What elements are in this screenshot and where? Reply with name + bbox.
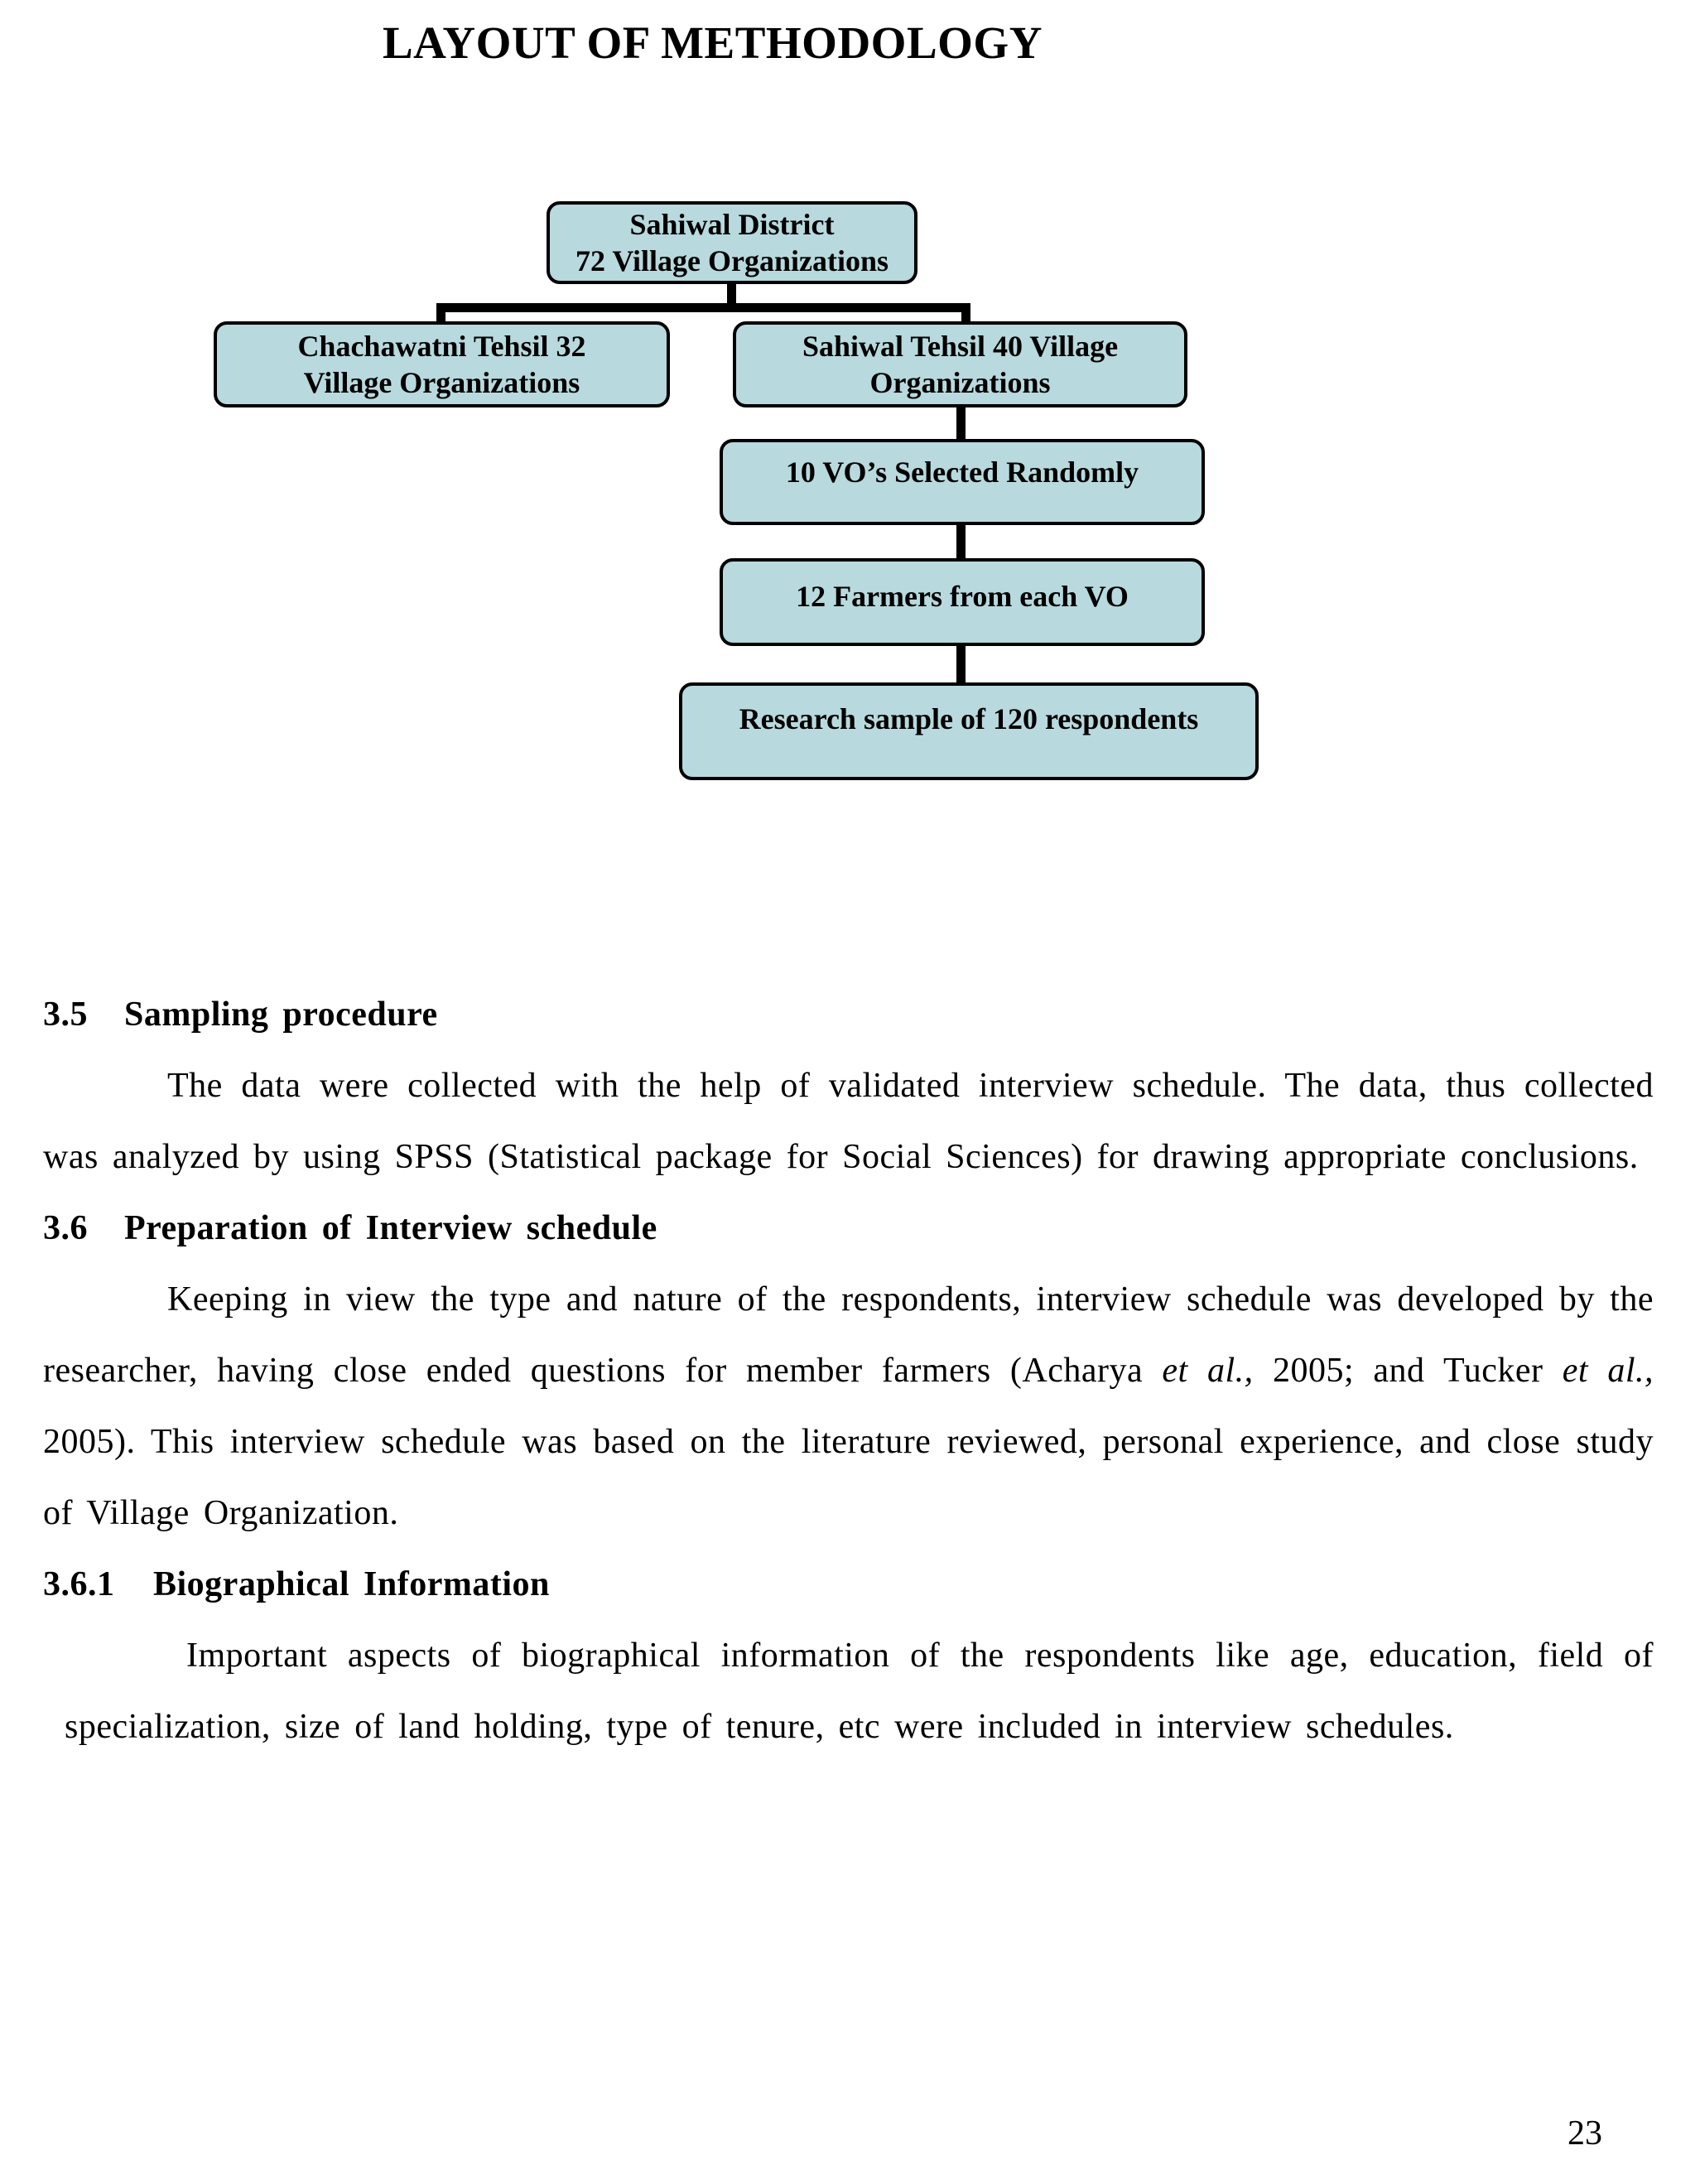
section-title: Biographical Information	[153, 1565, 550, 1603]
connector-vo-to-farmers	[956, 523, 966, 562]
section-title: Sampling procedure	[124, 996, 438, 1034]
connector-right-stub	[961, 303, 970, 326]
paragraph-biographical-information: Important aspects of biographical inform…	[65, 1637, 1654, 1746]
node-farmers-per-vo: 12 Farmers from each VO	[720, 558, 1205, 646]
connector-root-stem	[727, 282, 736, 311]
section-number: 3.6	[43, 1209, 88, 1247]
page-title: LAYOUT OF METHODOLOGY	[383, 17, 1043, 68]
section-number: 3.5	[43, 996, 88, 1034]
connector-tehsil-to-vo	[956, 406, 966, 442]
node-research-sample: Research sample of 120 respondents	[679, 682, 1259, 780]
body-content: 3.5 Sampling procedure The data were coll…	[43, 979, 1654, 1762]
methodology-flowchart: Sahiwal District 72 Village Organization…	[0, 0, 1700, 828]
connector-left-stub	[436, 303, 445, 326]
paragraph-interview-schedule: Keeping in view the type and nature of t…	[43, 1280, 1654, 1532]
connector-branch-bar	[436, 303, 970, 312]
section-heading-3-6-1: 3.6.1 Biographical Information	[43, 1549, 1654, 1620]
paragraph-sampling-procedure: The data were collected with the help of…	[43, 1067, 1654, 1176]
page-number: 23	[1568, 2114, 1602, 2153]
node-vo-selected: 10 VO’s Selected Randomly	[720, 439, 1205, 525]
section-title: Preparation of Interview schedule	[124, 1209, 657, 1247]
node-chachawatni-tehsil: Chachawatni Tehsil 32 Village Organizati…	[214, 321, 670, 407]
node-sahiwal-district: Sahiwal District 72 Village Organization…	[547, 201, 917, 284]
connector-farmers-to-sample	[956, 644, 966, 686]
section-number: 3.6.1	[43, 1565, 115, 1603]
node-sahiwal-tehsil: Sahiwal Tehsil 40 Village Organizations	[733, 321, 1187, 407]
section-heading-3-6: 3.6 Preparation of Interview schedule	[43, 1193, 1654, 1264]
section-heading-3-5: 3.5 Sampling procedure	[43, 979, 1654, 1050]
